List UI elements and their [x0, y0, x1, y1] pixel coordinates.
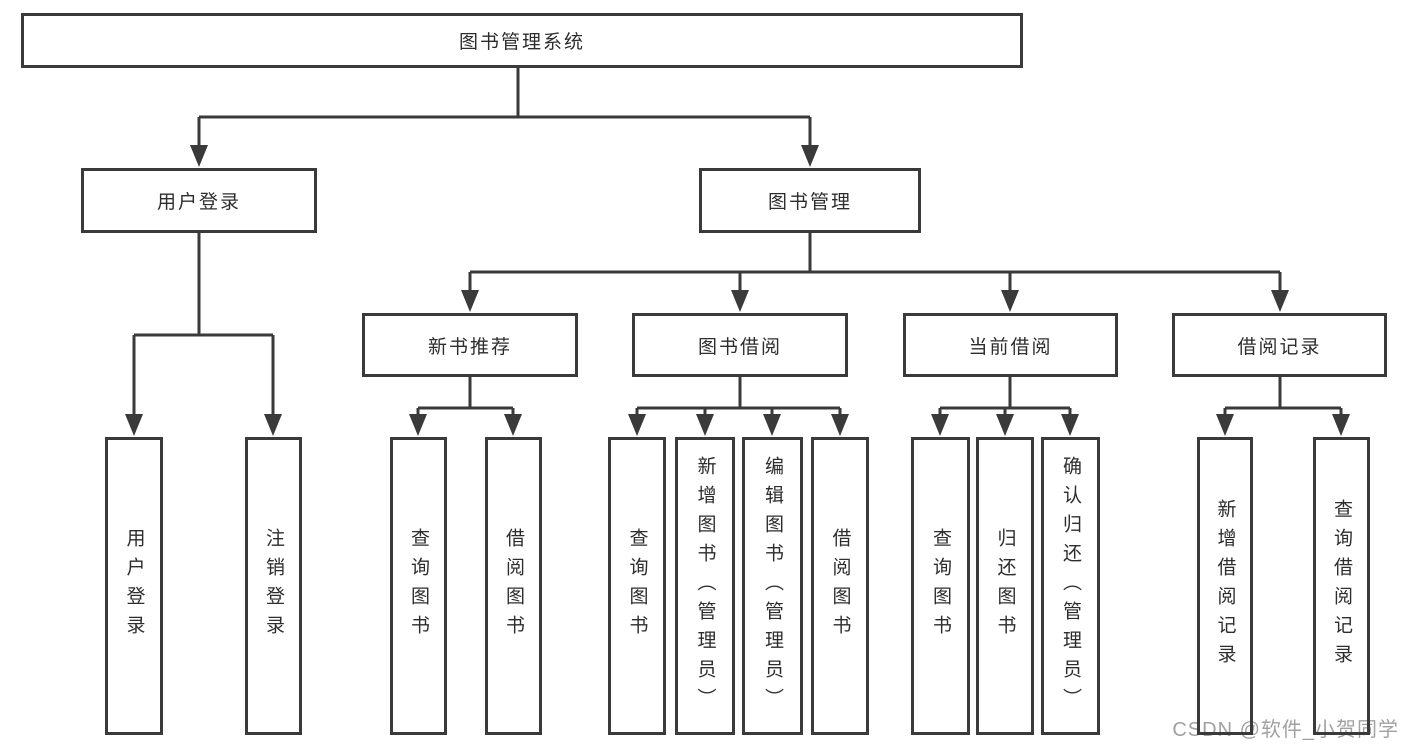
- node-borrow-records: 借阅记录: [1172, 313, 1387, 377]
- node-root-library-system: 图书管理系统: [21, 13, 1023, 68]
- node-leaf-borrow-add-books-admin: 新增图书（管理员）: [675, 437, 735, 735]
- node-leaf-recommend-borrow-books: 借阅图书: [485, 437, 542, 735]
- node-leaf-borrow-edit-books-admin: 编辑图书（管理员）: [742, 437, 803, 735]
- csdn-watermark: CSDN @软件_小贺同学: [1172, 719, 1399, 741]
- node-book-borrow: 图书借阅: [632, 313, 848, 377]
- node-leaf-current-confirm-return-admin: 确认归还（管理员）: [1041, 437, 1100, 735]
- node-leaf-borrow-query-books: 查询图书: [608, 437, 666, 735]
- node-new-book-recommend: 新书推荐: [362, 313, 578, 377]
- node-leaf-current-query-books: 查询图书: [911, 437, 970, 735]
- node-leaf-logout: 注销登录: [245, 437, 302, 735]
- node-leaf-records-query-record: 查询借阅记录: [1313, 437, 1370, 735]
- node-leaf-records-add-record: 新增借阅记录: [1197, 437, 1253, 735]
- node-leaf-borrow-borrow-books: 借阅图书: [811, 437, 869, 735]
- node-leaf-current-return-books: 归还图书: [976, 437, 1034, 735]
- node-book-management: 图书管理: [699, 168, 921, 233]
- node-leaf-user-login: 用户登录: [105, 437, 163, 735]
- node-user-login: 用户登录: [81, 168, 317, 233]
- node-current-borrow: 当前借阅: [903, 313, 1118, 377]
- node-leaf-recommend-query-books: 查询图书: [390, 437, 447, 735]
